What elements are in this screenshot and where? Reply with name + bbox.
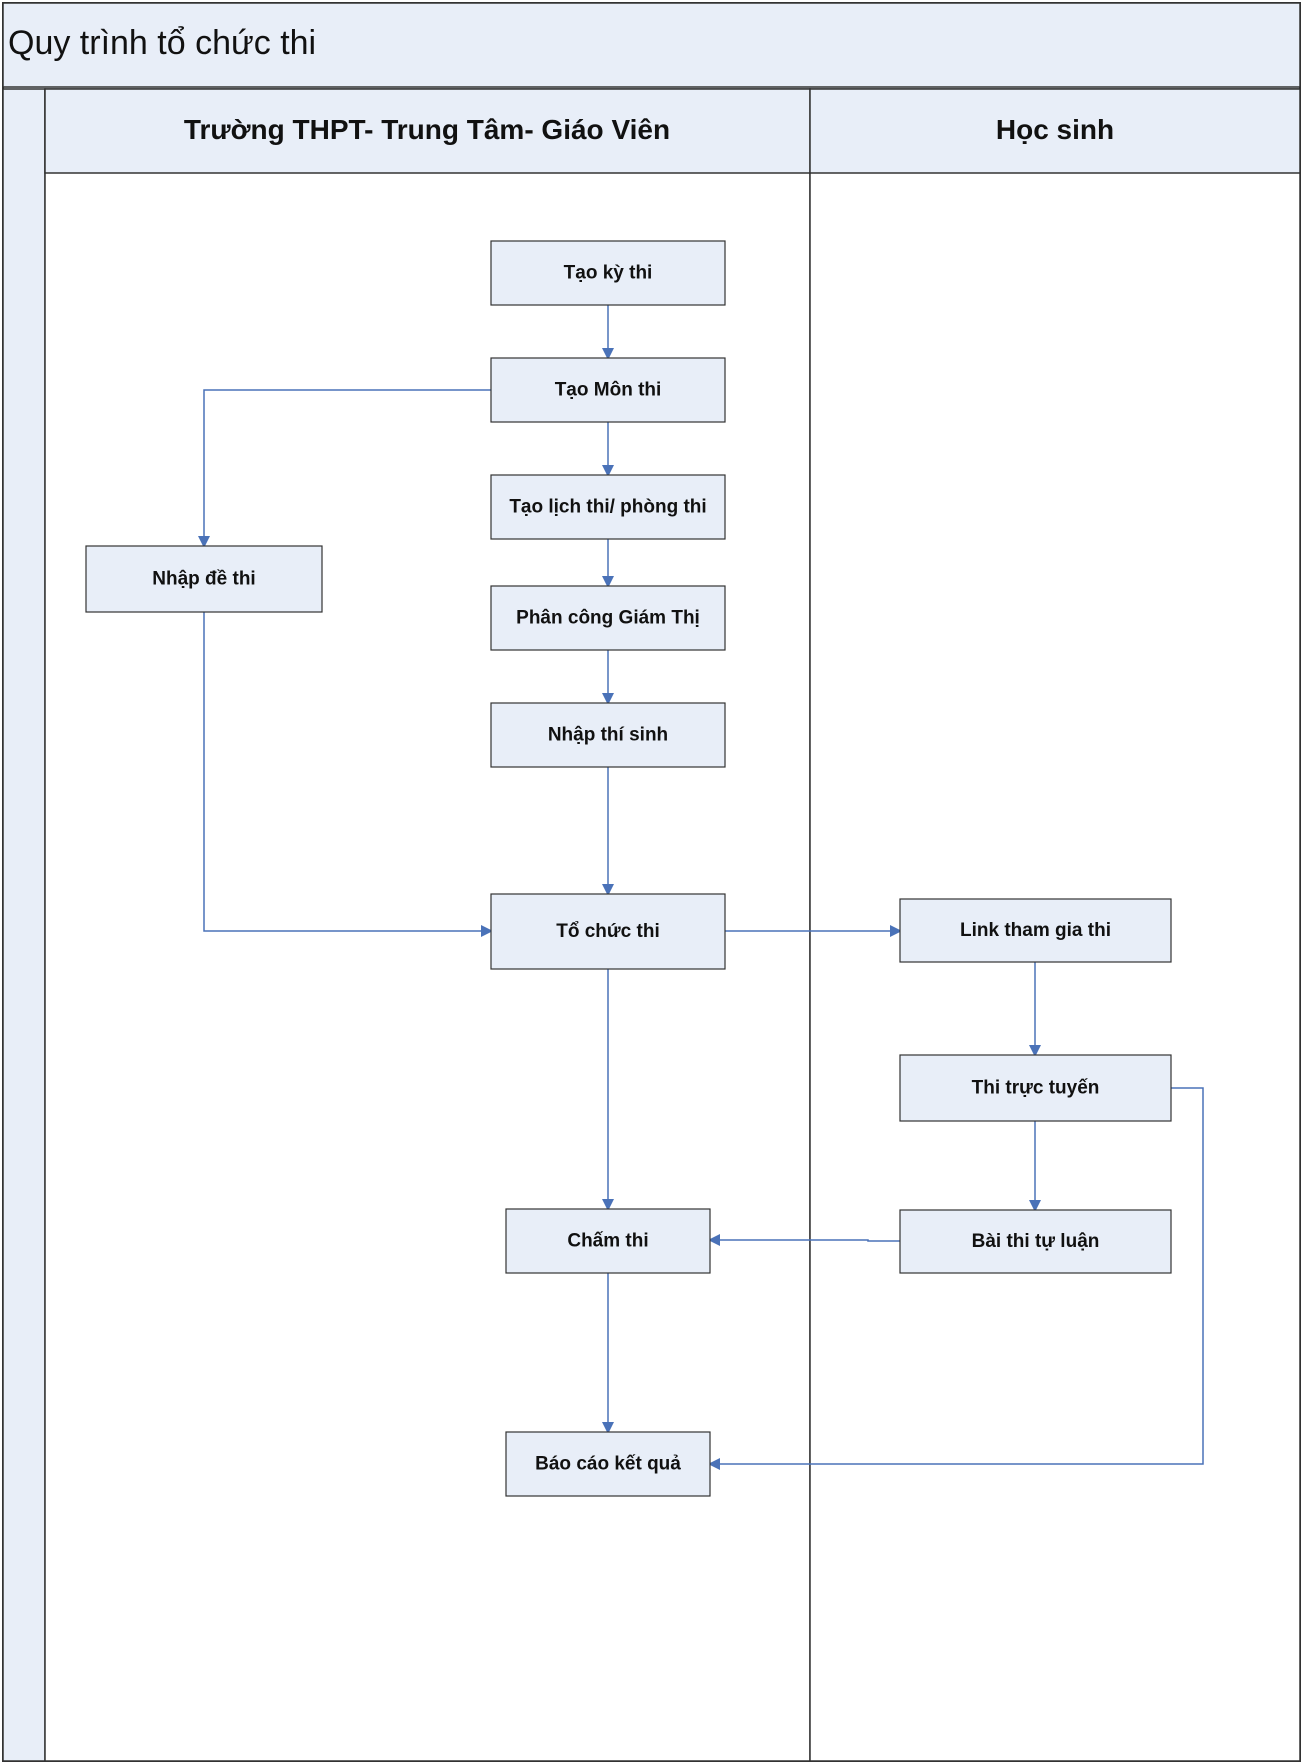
node-box	[490, 474, 726, 540]
node-label: Tạo lịch thi/ phòng thi	[509, 497, 706, 518]
connectors	[198, 305, 1204, 1470]
connector-nhap-de-thi-to-to-chuc-thi	[203, 612, 493, 937]
node-nhap-thi-sinh: Nhập thí sinh	[490, 702, 726, 768]
node-box	[505, 1431, 711, 1497]
node-bao-cao: Báo cáo kết quả	[505, 1431, 711, 1497]
node-box	[899, 1054, 1172, 1122]
node-box	[899, 898, 1172, 963]
connector-thi-truc-tuyen-to-bao-cao	[708, 1087, 1204, 1470]
node-box	[490, 240, 726, 306]
pool-side-strip	[2, 88, 46, 1762]
diagram-title: Quy trình tổ chức thi	[8, 24, 316, 62]
node-box	[490, 585, 726, 651]
node-label: Báo cáo kết quả	[535, 1454, 681, 1475]
node-label: Tạo Môn thi	[555, 380, 662, 401]
node-box	[490, 893, 726, 970]
node-box	[490, 357, 726, 423]
node-box	[85, 545, 323, 613]
lane-label-student: Học sinh	[996, 114, 1114, 145]
node-tao-lich-thi: Tạo lịch thi/ phòng thi	[490, 474, 726, 540]
node-tao-ky-thi: Tạo kỳ thi	[490, 240, 726, 306]
node-link-tham-gia: Link tham gia thi	[899, 898, 1172, 963]
node-label: Chấm thi	[567, 1231, 648, 1252]
node-box	[490, 702, 726, 768]
node-bai-thi-tu-luan: Bài thi tự luận	[899, 1209, 1172, 1274]
node-label: Link tham gia thi	[960, 920, 1111, 941]
node-nhap-de-thi: Nhập đề thi	[85, 545, 323, 613]
connector-bai-thi-tu-luan-to-cham-thi	[708, 1234, 900, 1246]
lane-label-school: Trường THPT- Trung Tâm- Giáo Viên	[184, 114, 670, 145]
lane-header-student	[809, 88, 1301, 174]
node-box	[505, 1208, 711, 1274]
node-label: Phân công Giám Thị	[516, 608, 700, 629]
node-phan-cong: Phân công Giám Thị	[490, 585, 726, 651]
node-box	[899, 1209, 1172, 1274]
node-label: Tổ chức thi	[556, 921, 659, 942]
lane-header-school	[44, 88, 811, 174]
node-thi-truc-tuyen: Thi trực tuyến	[899, 1054, 1172, 1122]
node-label: Nhập đề thi	[152, 569, 255, 590]
node-label: Tạo kỳ thi	[564, 263, 653, 284]
node-label: Nhập thí sinh	[548, 725, 668, 746]
title-bar	[2, 2, 1301, 88]
node-label: Bài thi tự luận	[972, 1231, 1100, 1252]
connector-tao-mon-thi-to-nhap-de-thi	[198, 389, 491, 548]
node-to-chuc-thi: Tổ chức thi	[490, 893, 726, 970]
node-tao-mon-thi: Tạo Môn thi	[490, 357, 726, 423]
node-cham-thi: Chấm thi	[505, 1208, 711, 1274]
node-label: Thi trực tuyến	[972, 1078, 1100, 1099]
